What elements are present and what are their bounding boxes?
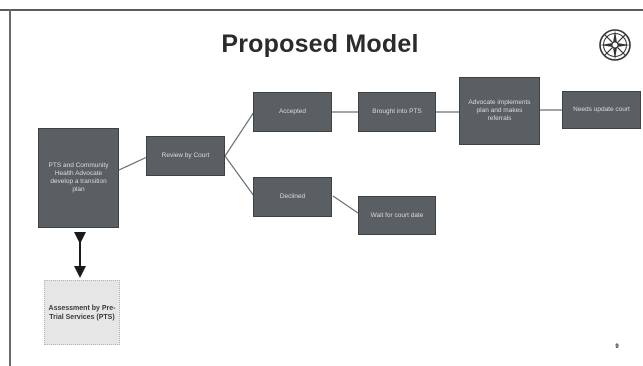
connector-review-accepted	[224, 111, 255, 157]
wait-for-court-date-box: Wait for court date	[358, 196, 436, 235]
connector-plan-review	[118, 156, 148, 171]
connector-review-declined	[224, 155, 255, 197]
accepted-box: Accepted	[253, 92, 332, 132]
brought-into-pts-box: Brought into PTS	[358, 92, 436, 132]
assessment-by-pts-box: Assessment by Pre- Trial Services (PTS)	[44, 280, 120, 345]
compass-seal-icon	[599, 29, 631, 61]
needs-update-court-box: Needs update court	[562, 91, 641, 129]
slide-frame-left	[9, 9, 11, 366]
connector-declined-wait	[332, 195, 359, 214]
review-by-court-box: Review by Court	[146, 136, 225, 176]
pts-transition-plan-box: PTS and Community Health Advocate develo…	[38, 128, 119, 228]
slide-frame-top	[0, 9, 643, 11]
page-number: 9	[615, 344, 619, 350]
advocate-implements-box: Advocate implements plan and makes refer…	[459, 77, 540, 145]
declined-box: Declined	[253, 177, 332, 217]
slide-title: Proposed Model	[221, 30, 419, 58]
